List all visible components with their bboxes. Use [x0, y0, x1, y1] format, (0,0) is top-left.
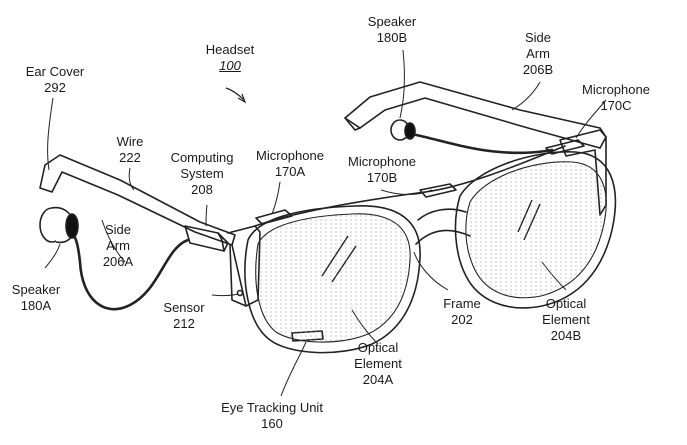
optical-element-near	[255, 213, 411, 343]
label-speaker-180a-number: 180A	[20, 298, 52, 313]
label-side-arm-206a-l3: 206A	[102, 254, 134, 269]
label-frame-name: Frame	[443, 296, 481, 311]
bridge	[415, 208, 471, 245]
side-arm-far-inner	[344, 117, 361, 131]
speaker-180b-part	[390, 119, 416, 141]
label-microphone-170b-number: 170B	[366, 170, 398, 185]
lens-texture-far	[465, 161, 607, 298]
optical-element-far	[465, 161, 607, 299]
label-frame: Frame 202	[443, 296, 481, 328]
speaker-180a-part	[39, 206, 79, 244]
microphone-170a-part	[255, 209, 293, 225]
label-computing-system-l2: System	[180, 166, 224, 181]
label-ear-cover: Ear Cover 292	[26, 64, 85, 96]
label-headset: Headset 100	[206, 42, 254, 74]
label-ear-cover-name: Ear Cover	[25, 64, 85, 79]
label-side-arm-206b-l1: Side	[524, 30, 552, 45]
label-speaker-180b: Speaker 180B	[368, 14, 416, 46]
label-eye-tracking-number: 160	[261, 416, 283, 431]
microphone-170c-part	[545, 139, 585, 155]
microphone-170b-part	[419, 183, 457, 198]
sensor-part	[236, 289, 244, 297]
label-speaker-180b-number: 180B	[376, 30, 408, 45]
label-optical-204b-l3: 204B	[550, 328, 582, 343]
leader-lines	[44, 49, 607, 397]
label-speaker-180b-name: Speaker	[367, 14, 417, 29]
label-optical-204a-l2: Element	[354, 356, 402, 371]
label-side-arm-206a-l1: Side	[104, 222, 132, 237]
label-optical-204a-l1: Optical	[357, 340, 399, 355]
label-microphone-170a-name: Microphone	[256, 148, 324, 163]
label-sensor-number: 212	[173, 316, 195, 331]
label-microphone-170c: Microphone 170C	[582, 82, 650, 114]
label-computing-system-l3: 208	[191, 182, 213, 197]
label-wire: Wire 222	[117, 134, 144, 166]
side-arm-near	[39, 154, 236, 246]
label-sensor: Sensor 212	[163, 300, 204, 332]
eye-tracking-unit-part	[291, 330, 324, 342]
lens-frame-near	[244, 205, 421, 354]
label-computing-system: Computing System 208	[171, 150, 234, 198]
label-microphone-170c-name: Microphone	[582, 82, 650, 97]
wire-far	[410, 132, 554, 155]
label-headset-name: Headset	[205, 42, 255, 57]
label-side-arm-206a: Side Arm 206A	[103, 222, 133, 270]
label-microphone-170a: Microphone 170A	[256, 148, 324, 180]
label-side-arm-206a-l2: Arm	[106, 238, 130, 253]
label-speaker-180a: Speaker 180A	[12, 282, 60, 314]
label-sensor-name: Sensor	[163, 300, 205, 315]
label-optical-204a: Optical Element 204A	[354, 340, 402, 388]
label-microphone-170c-number: 170C	[600, 98, 632, 113]
side-arm-far	[344, 81, 607, 149]
label-speaker-180a-name: Speaker	[11, 282, 61, 297]
label-ear-cover-number: 292	[44, 80, 66, 95]
label-eye-tracking-name: Eye Tracking Unit	[221, 400, 323, 415]
label-eye-tracking-unit: Eye Tracking Unit 160	[221, 400, 323, 432]
label-headset-number: 100	[219, 58, 241, 73]
label-optical-204b: Optical Element 204B	[542, 296, 590, 344]
label-optical-204b-l1: Optical	[545, 296, 587, 311]
label-microphone-170b-name: Microphone	[348, 154, 416, 169]
label-frame-number: 202	[451, 312, 473, 327]
label-computing-system-l1: Computing	[170, 150, 234, 165]
hinge-far	[559, 129, 607, 216]
label-microphone-170b: Microphone 170B	[348, 154, 416, 186]
label-optical-204b-l2: Element	[542, 312, 590, 327]
label-optical-204a-l3: 204A	[362, 372, 394, 387]
wire-near	[70, 230, 190, 311]
label-side-arm-206b-l3: 206B	[522, 62, 554, 77]
label-microphone-170a-number: 170A	[274, 164, 306, 179]
label-side-arm-206b: Side Arm 206B	[523, 30, 553, 78]
label-wire-name: Wire	[116, 134, 144, 149]
label-side-arm-206b-l2: Arm	[526, 46, 550, 61]
label-wire-number: 222	[119, 150, 141, 165]
